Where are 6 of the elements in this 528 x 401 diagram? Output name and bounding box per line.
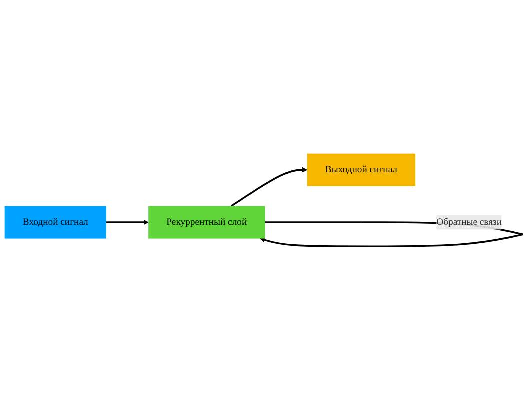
edge-label: Обратные связи xyxy=(436,217,502,228)
node-box: Входной сигнал xyxy=(4,206,106,240)
node-box: Выходной сигнал xyxy=(307,154,416,187)
arrow xyxy=(106,220,149,226)
arrow xyxy=(231,168,308,208)
node-box: Рекуррентный слой xyxy=(148,206,266,240)
